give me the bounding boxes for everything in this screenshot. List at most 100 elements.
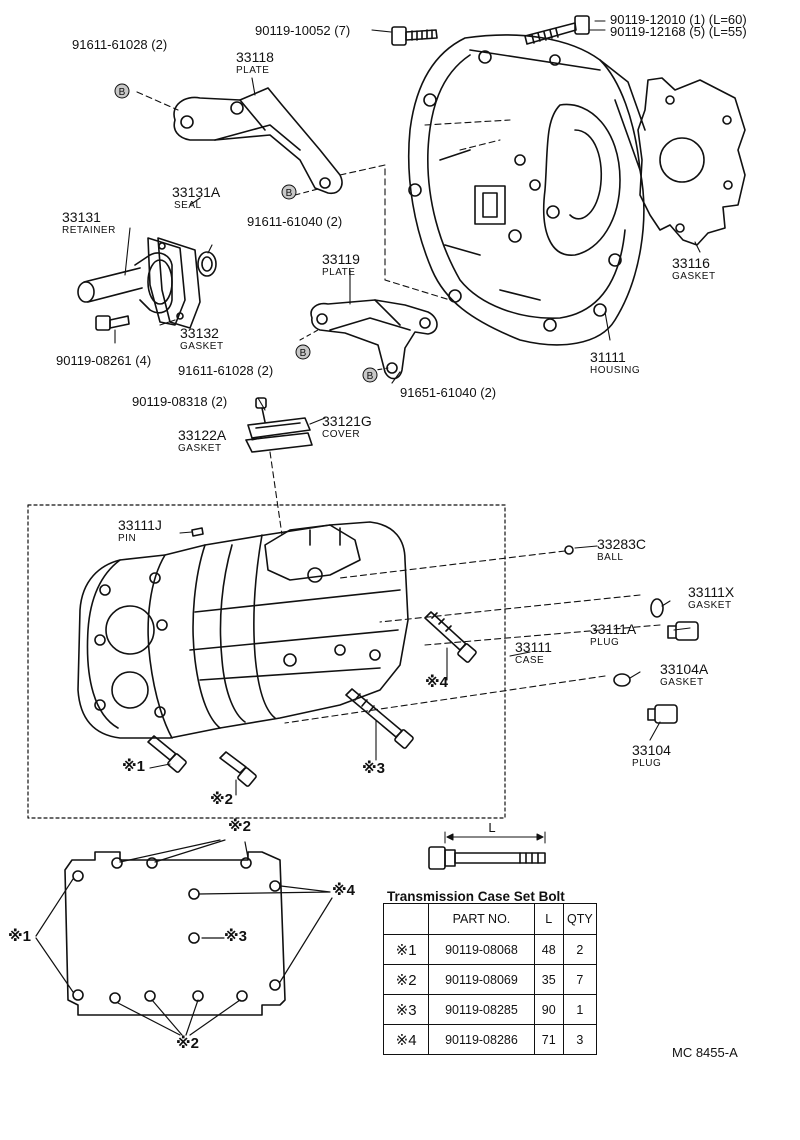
bolt-90119-08261: [95, 315, 130, 331]
label-90119-08318: 90119-08318 (2): [132, 394, 228, 409]
table-cell-part: 90119-08286: [428, 1024, 535, 1055]
part-number: 33119: [322, 251, 360, 267]
part-name: RETAINER: [62, 225, 116, 236]
table-row: ※4 90119-08286 71 3: [382, 1024, 598, 1055]
part-number: 33116: [672, 255, 710, 271]
table-cell-qty: 1: [562, 994, 598, 1025]
label-33283C: 33283C BALL: [597, 537, 646, 563]
plate-33118: [173, 87, 343, 195]
table-row: ※2 90119-08069 35 7: [382, 964, 598, 995]
diagram-code: MC 8455-A: [672, 1045, 738, 1060]
b-symbol-housing: B: [367, 371, 374, 382]
label-91611-61040: 91611-61040 (2): [247, 214, 343, 229]
label-33104A: 33104A GASKET: [660, 662, 708, 688]
label-91611-61028-mid: 91611-61028 (2): [178, 363, 274, 378]
label-31111: 31111 HOUSING: [590, 350, 640, 376]
table-cell-l: 71: [533, 1024, 564, 1055]
gasket-33104A: [613, 673, 631, 687]
label-33131A: 33131A SEAL: [172, 185, 220, 211]
label-33131: 33131 RETAINER: [62, 210, 116, 236]
dimension-l-label: L: [488, 820, 495, 835]
ball-33283C: [564, 545, 574, 555]
part-name: GASKET: [672, 271, 716, 282]
table-cell-l: 48: [533, 934, 564, 965]
part-number: 33121G: [322, 413, 372, 429]
b-symbol-plate-33118: B: [286, 188, 293, 199]
plate-33119: [310, 299, 438, 380]
marker-2-pattern-bottom: ※2: [176, 1035, 199, 1052]
table-cell-mark: ※1: [382, 934, 430, 965]
marker-3-case: ※3: [362, 760, 385, 777]
bolt-table: PART NO. L QTY ※1 90119-08068 48 2 ※2 90…: [382, 903, 598, 1055]
label-33116: 33116 GASKET: [672, 256, 716, 282]
label-33118: 33118 PLATE: [236, 50, 274, 76]
bolt-90119-12010: [524, 15, 590, 45]
table-cell-qty: 7: [562, 964, 598, 995]
part-number: 33132: [180, 325, 219, 341]
label-33132: 33132 GASKET: [180, 326, 224, 352]
bolt-mark-1: [147, 735, 187, 773]
clutch-housing-31111: [407, 34, 646, 346]
bolt-table-title: Transmission Case Set Bolt: [387, 889, 565, 904]
label-33111X: 33111X GASKET: [688, 585, 734, 611]
table-row: ※3 90119-08285 90 1: [382, 994, 598, 1025]
bolt-mark-3: [345, 688, 414, 749]
part-name: CASE: [515, 655, 545, 666]
gasket-33111X: [650, 598, 664, 618]
part-number: 33111: [515, 639, 552, 655]
bolt-mark-2: [219, 751, 257, 787]
retainer-33131: [77, 237, 186, 326]
table-header-mark: [382, 903, 430, 935]
part-name: HOUSING: [590, 365, 641, 376]
case-bolt-pattern: [35, 839, 333, 1036]
part-number: 33122A: [178, 427, 227, 443]
label-33111J: 33111J PIN: [118, 518, 162, 544]
part-number: 33111J: [118, 517, 162, 533]
marker-2-pattern-top: ※2: [228, 818, 251, 835]
label-33111A: 33111A PLUG: [590, 622, 636, 648]
part-number: 33131: [62, 209, 101, 225]
label-33121G: 33121G COVER: [322, 414, 372, 440]
label-91651-61040: 91651-61040 (2): [400, 385, 497, 400]
part-name: GASKET: [178, 443, 222, 454]
seal-33131A: [197, 251, 217, 277]
table-cell-part: 90119-08069: [428, 964, 535, 995]
table-cell-part: 90119-08068: [428, 934, 535, 965]
marker-1-pattern: ※1: [8, 928, 31, 945]
table-cell-l: 90: [533, 994, 564, 1025]
plug-33111A: [667, 621, 699, 641]
bolt-90119-10052: [391, 26, 438, 46]
part-number: 33111X: [688, 584, 735, 600]
part-number: 33118: [236, 49, 274, 65]
part-name: SEAL: [174, 200, 202, 211]
table-cell-mark: ※3: [382, 994, 430, 1025]
table-cell-qty: 3: [562, 1024, 598, 1055]
part-number: 33111A: [590, 621, 637, 637]
table-cell-mark: ※2: [382, 964, 430, 995]
table-header-qty: QTY: [562, 903, 598, 935]
part-name: GASKET: [688, 600, 732, 611]
pin-33111J: [191, 527, 204, 537]
part-name: PLUG: [632, 758, 662, 769]
bolt-90119-08318: [255, 397, 267, 423]
bolt-dimension-figure: [428, 831, 546, 870]
label-90119-12168: 90119-12168 (5) (L=55): [610, 24, 747, 39]
label-33122A: 33122A GASKET: [178, 428, 226, 454]
gasket-33132: [157, 237, 201, 329]
gasket-33116: [637, 77, 746, 246]
gasket-33122A: [245, 432, 313, 453]
table-header-l: L: [533, 903, 564, 935]
bolt-mark-4: [424, 611, 477, 663]
part-number: 33104: [632, 742, 671, 758]
transmission-case-33111: [77, 521, 409, 739]
table-cell-qty: 2: [562, 934, 598, 965]
label-33111: 33111 CASE: [515, 640, 552, 666]
part-name: PLATE: [236, 65, 270, 76]
label-33119: 33119 PLATE: [322, 252, 360, 278]
b-symbol-top: B: [119, 87, 126, 98]
part-number: 33131A: [172, 184, 221, 200]
plug-33104: [647, 704, 678, 724]
table-row: ※1 90119-08068 48 2: [382, 934, 598, 965]
leader-lines: [114, 20, 701, 796]
